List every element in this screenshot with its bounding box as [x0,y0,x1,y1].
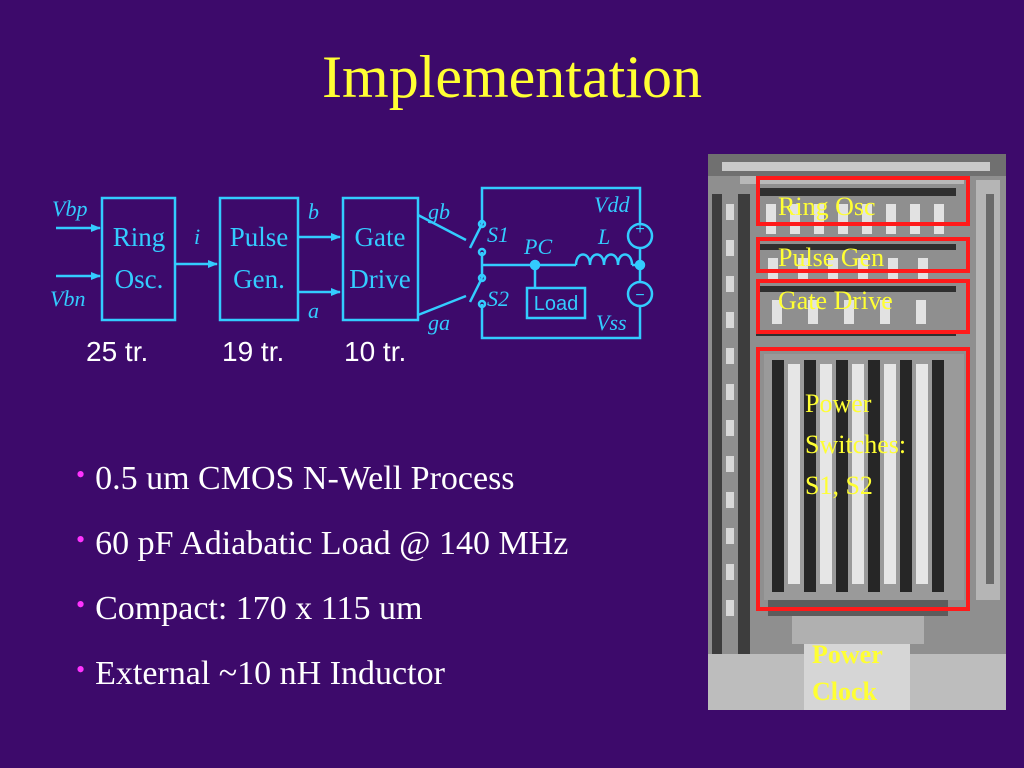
bullet-marker: • [76,655,86,684]
ga-wire [417,294,467,317]
bullet-list: • 0.5 um CMOS N-Well Process • 60 pF Adiab… [76,450,568,710]
bullet-item: • 0.5 um CMOS N-Well Process [76,450,568,515]
pulse-block-line1: Pulse [230,222,289,252]
gate-drive-label: Gate Drive [778,286,893,315]
inductor [574,253,634,266]
bullet-marker: • [76,525,86,554]
a-label: a [308,298,319,323]
slide-title: Implementation [322,44,702,110]
chip-micrograph: Ring Osc Pulse Gen Gate Drive Power Swit… [708,154,1006,710]
vdd-rail [480,186,642,224]
power-switches-highlight [756,347,970,611]
s2-label: S2 [487,286,509,311]
load-label: Load [534,293,579,315]
gate-drive-block [341,196,420,322]
ring-osc-transistor-count: 25 tr. [86,336,149,367]
ring-osc-label: Ring Osc [778,192,876,221]
pulse-block-line2: Gen. [233,264,285,294]
bullet-item: • External ~10 nH Inductor [76,645,568,710]
gb-wire [417,213,467,242]
s2-switch [468,277,484,303]
vss-minus-sign: − [635,287,644,304]
vdd-label: Vdd [594,192,630,217]
inductor-label: L [597,224,610,249]
gate-block-line1: Gate [355,222,406,252]
power-clock-label: Power Clock [812,640,883,706]
vdd-plus-sign: + [635,221,644,238]
bullet-marker: • [76,460,86,489]
i-label: i [194,224,200,249]
circuit-diagram: Vbp Vbn i b a gb ga S1 S2 PC L Vdd Vss R… [50,186,654,340]
vbp-label: Vbp [52,196,87,221]
bullet-text: External ~10 nH Inductor [95,655,445,692]
bullet-text: 0.5 um CMOS N-Well Process [95,460,515,497]
bullet-item: • 60 pF Adiabatic Load @ 140 MHz [76,515,568,580]
ring-osc-highlight [756,176,970,226]
s1-label: S1 [487,222,509,247]
ring-osc-block [100,196,177,322]
bullet-text: 60 pF Adiabatic Load @ 140 MHz [95,525,569,562]
ring-block-line1: Ring [113,222,166,252]
pulse-gen-label: Pulse Gen [778,243,885,272]
load-box [525,286,587,320]
gate-block-line2: Drive [349,264,410,294]
bullet-item: • Compact: 170 x 115 um [76,580,568,645]
pc-label: PC [523,234,552,259]
vss-rail [480,306,642,340]
bullet-text: Compact: 170 x 115 um [95,590,423,627]
bullet-marker: • [76,590,86,619]
pulse-gen-transistor-count: 19 tr. [222,336,285,367]
pulse-gen-block [218,196,300,322]
power-switches-label: Power Switches: S1, S2 [805,389,907,500]
pulse-gen-highlight [756,237,970,273]
ring-block-line2: Osc. [115,264,164,294]
vss-label: Vss [596,310,627,335]
gate-drive-highlight [756,279,970,334]
gate-drive-transistor-count: 10 tr. [344,336,407,367]
vbn-label: Vbn [50,286,85,311]
b-label: b [308,199,319,224]
gb-label: gb [428,199,450,224]
s1-switch [468,223,484,249]
ga-label: ga [428,310,450,335]
